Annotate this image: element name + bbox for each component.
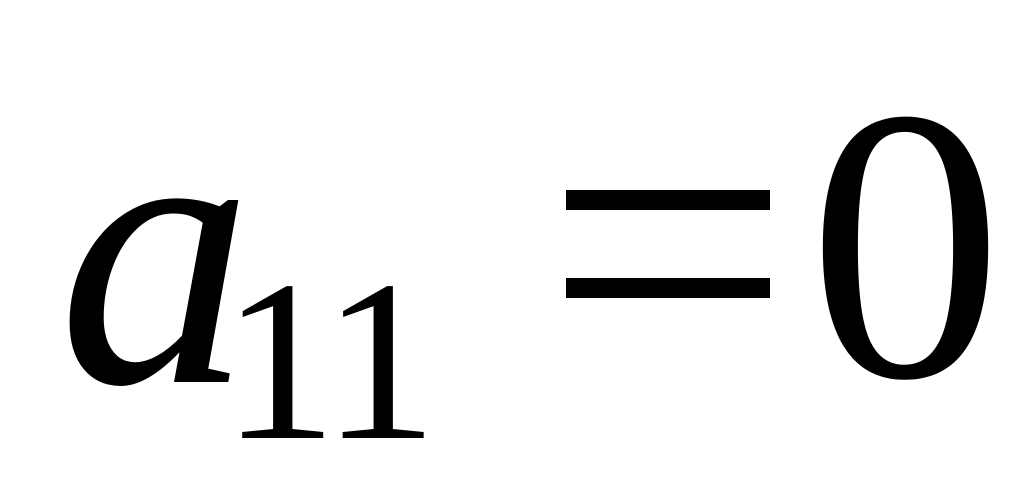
- equals-bar-bottom: [566, 278, 770, 298]
- formula-variable: a: [58, 35, 253, 467]
- equals-sign: [566, 190, 770, 298]
- formula-subscript: 11: [222, 233, 437, 488]
- equals-bar-top: [566, 190, 770, 210]
- formula-value: 0: [808, 29, 1003, 461]
